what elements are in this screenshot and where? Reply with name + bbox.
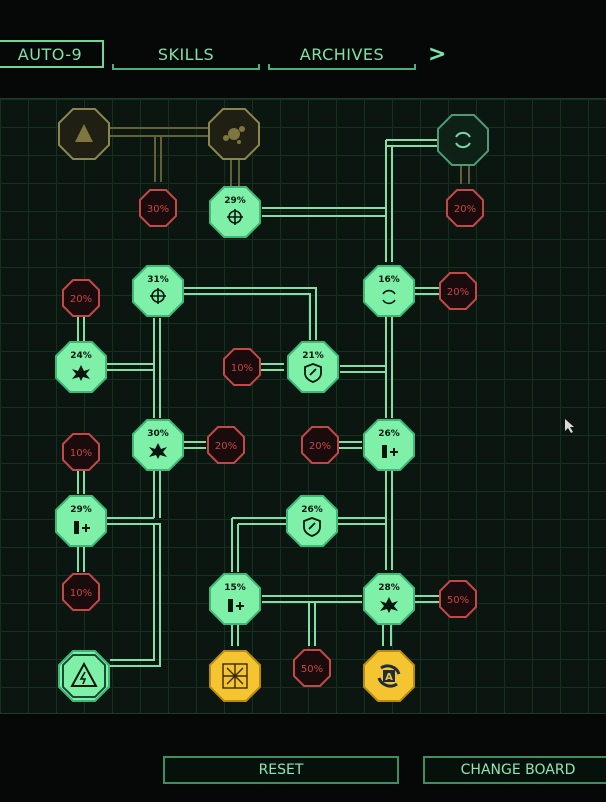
slot-label: 20%: [454, 204, 476, 215]
node-pct: 16%: [378, 275, 400, 285]
node-ammo-29[interactable]: 29%: [55, 495, 107, 547]
node-pct: 15%: [224, 583, 246, 593]
node-target-grid[interactable]: [209, 650, 261, 702]
crosshair-icon: [227, 209, 243, 225]
mouse-cursor-icon: [565, 419, 574, 433]
target-grid-icon: [222, 663, 248, 689]
cycle-icon: [382, 289, 396, 305]
node-pct: 31%: [147, 275, 169, 285]
tab-underline: [268, 64, 416, 70]
node-pct: 24%: [70, 351, 92, 361]
slot-20[interactable]: 20%: [207, 426, 245, 464]
tab-skills[interactable]: SKILLS: [112, 40, 260, 70]
tab-archives-label: ARCHIVES: [299, 44, 385, 64]
node-ammo-15[interactable]: 15%: [209, 573, 261, 625]
slot-30[interactable]: 30%: [139, 189, 177, 227]
ammo-plus-icon: [228, 599, 244, 612]
lightning-triangle-icon: [70, 661, 98, 687]
node-shield-26[interactable]: 26%: [286, 495, 338, 547]
shield-icon: [304, 363, 322, 383]
node-splatter[interactable]: [208, 108, 260, 160]
explosion-icon: [380, 597, 398, 613]
node-ammo-26[interactable]: 26%: [363, 419, 415, 471]
node-pct: 21%: [302, 351, 324, 361]
cycle-icon: [455, 131, 471, 149]
slot-label: 20%: [215, 441, 237, 452]
reset-button[interactable]: RESET: [163, 756, 399, 784]
auto-reload-icon: A: [377, 664, 401, 688]
slot-50[interactable]: 50%: [439, 580, 477, 618]
node-burst-flame[interactable]: [58, 108, 110, 160]
slot-label: 20%: [309, 441, 331, 452]
tab-skills-label: SKILLS: [157, 44, 215, 64]
slot-20[interactable]: 20%: [62, 279, 100, 317]
node-start[interactable]: [58, 650, 110, 702]
node-auto-reload[interactable]: A: [363, 650, 415, 702]
svg-text:A: A: [385, 672, 393, 683]
node-pct: 26%: [301, 505, 323, 515]
slot-50[interactable]: 50%: [293, 649, 331, 687]
node-cycle-top[interactable]: [437, 114, 489, 166]
node-pct: 30%: [147, 429, 169, 439]
ammo-plus-icon: [74, 521, 90, 534]
change-board-button[interactable]: CHANGE BOARD: [423, 756, 606, 784]
ammo-plus-icon: [382, 445, 398, 458]
slot-20[interactable]: 20%: [446, 189, 484, 227]
explosion-icon: [149, 443, 167, 459]
connections: [77, 127, 470, 667]
slot-10[interactable]: 10%: [62, 573, 100, 611]
slot-10[interactable]: 10%: [62, 433, 100, 471]
slot-label: 30%: [147, 204, 169, 215]
splatter-icon: [223, 126, 245, 144]
node-explode-24[interactable]: 24%: [55, 341, 107, 393]
crosshair-icon: [150, 288, 166, 304]
slot-label: 10%: [231, 363, 253, 374]
node-cycle-16[interactable]: 16%: [363, 265, 415, 317]
next-tab-arrow-icon[interactable]: >: [428, 42, 447, 67]
burst-flame-icon: [75, 124, 93, 142]
node-pct: 29%: [70, 505, 92, 515]
red-slots: 30% 20% 20% 20% 10% 10% 20% 20% 10% 50% …: [62, 189, 484, 687]
slot-label: 20%: [447, 287, 469, 298]
slot-20[interactable]: 20%: [439, 272, 477, 310]
node-crosshair-29[interactable]: 29%: [209, 186, 261, 238]
slot-label: 50%: [447, 595, 469, 606]
skill-board: [0, 98, 606, 714]
slot-label: 20%: [70, 294, 92, 305]
slot-10[interactable]: 10%: [223, 348, 261, 386]
explosion-icon: [72, 365, 90, 381]
slot-label: 10%: [70, 448, 92, 459]
node-shield-21[interactable]: 21%: [287, 341, 339, 393]
shield-icon: [303, 517, 321, 537]
node-crosshair-31[interactable]: 31%: [132, 265, 184, 317]
slot-label: 10%: [70, 588, 92, 599]
node-pct: 29%: [224, 196, 246, 206]
slot-label: 50%: [301, 664, 323, 675]
slot-20[interactable]: 20%: [301, 426, 339, 464]
tab-archives[interactable]: ARCHIVES: [268, 40, 416, 70]
node-pct: 26%: [378, 429, 400, 439]
tab-underline: [112, 64, 260, 70]
tab-auto-9[interactable]: AUTO-9: [0, 40, 104, 68]
node-explode-28[interactable]: 28%: [363, 573, 415, 625]
node-explode-30[interactable]: 30%: [132, 419, 184, 471]
node-pct: 28%: [378, 583, 400, 593]
